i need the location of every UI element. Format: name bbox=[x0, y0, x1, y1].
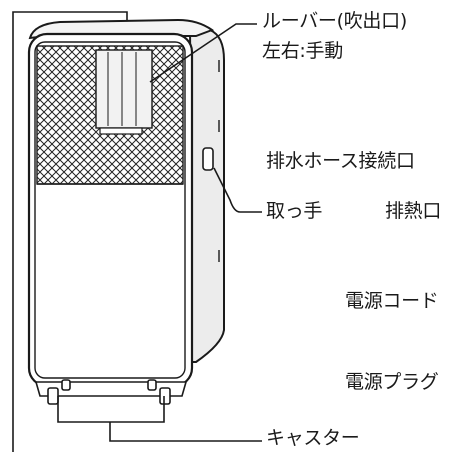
handle-recess bbox=[202, 147, 214, 171]
power-cord-label: 電源コード bbox=[345, 290, 439, 312]
exhaust-label: 排熱口 bbox=[385, 200, 442, 222]
caster-leader bbox=[57, 396, 262, 442]
drain-hose-label: 排水ホース接続口 bbox=[266, 150, 415, 172]
louver bbox=[95, 49, 153, 135]
caster-right-front bbox=[159, 387, 171, 405]
caster-left-front bbox=[47, 387, 59, 405]
unit-body bbox=[27, 18, 225, 397]
caster-left-rear bbox=[61, 379, 71, 391]
casters bbox=[47, 379, 171, 405]
handle-label: 取っ手 bbox=[266, 200, 323, 222]
louver-leader bbox=[149, 23, 257, 83]
top-leader-line bbox=[12, 11, 128, 452]
louver-sub-label: 左右:手動 bbox=[262, 40, 343, 62]
front-inner-outline bbox=[34, 41, 186, 379]
handle-leader bbox=[213, 167, 262, 213]
power-plug-label: 電源プラグ bbox=[345, 371, 439, 393]
side-panel bbox=[188, 22, 225, 363]
casters-label: キャスター bbox=[266, 427, 360, 449]
louver-label: ルーバー(吹出口) bbox=[262, 10, 407, 32]
caster-right-rear bbox=[147, 379, 157, 391]
